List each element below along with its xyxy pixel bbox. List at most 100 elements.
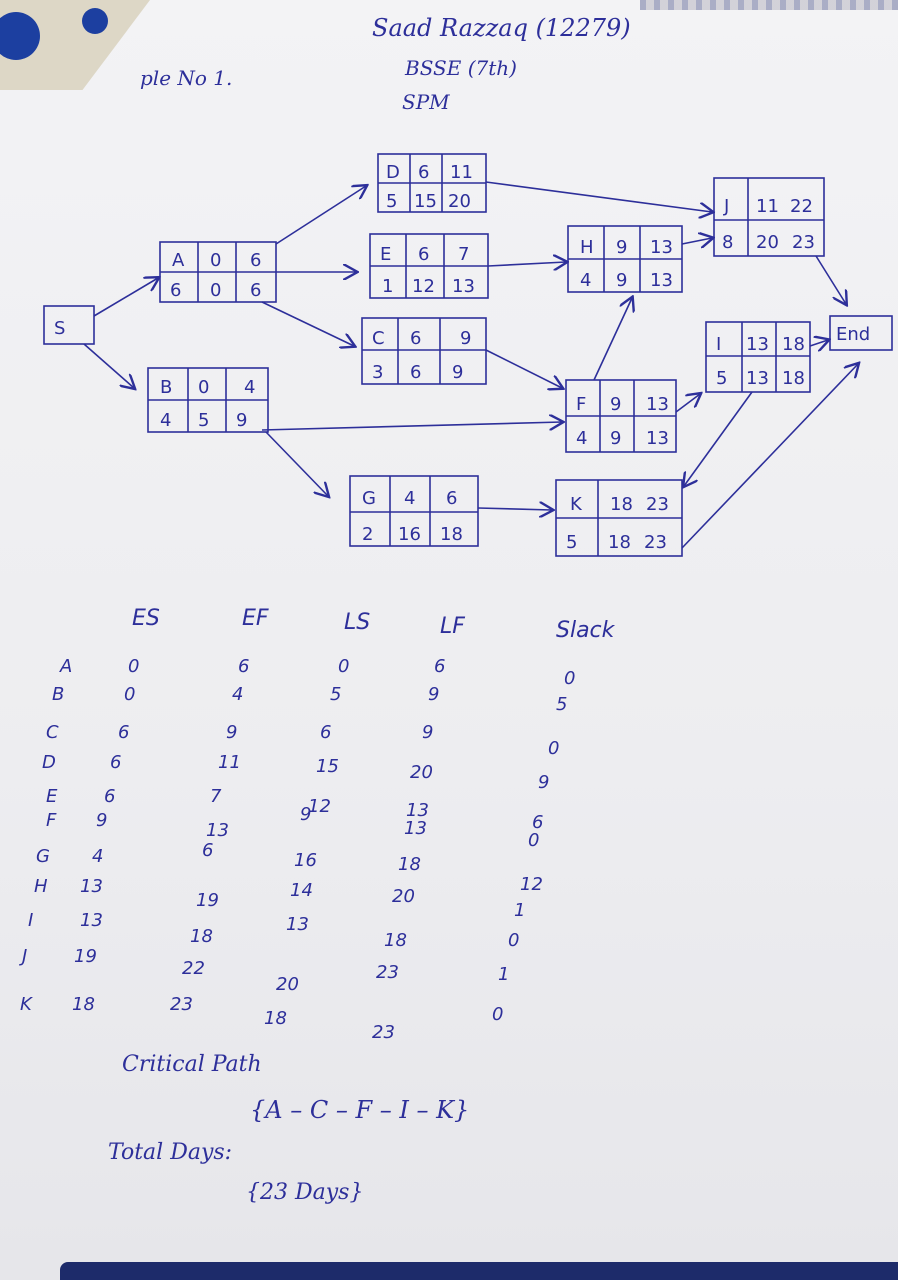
row-label: G xyxy=(36,846,50,867)
node-d-es: 6 xyxy=(418,162,429,183)
node-j-ef: 22 xyxy=(790,196,813,217)
ls-cell: 20 xyxy=(276,974,299,995)
cloth-dot xyxy=(0,12,40,60)
node-c-lf2: 9 xyxy=(452,362,463,383)
node-j-ls: 8 xyxy=(722,232,733,253)
total-days-value: {23 Days} xyxy=(246,1180,364,1205)
ef-cell: 6 xyxy=(238,656,250,677)
lf-cell: 9 xyxy=(422,722,434,743)
node-e-name: E xyxy=(380,244,391,265)
arrow-s-b xyxy=(83,343,134,388)
row-label: I xyxy=(28,910,34,931)
cloth-dot xyxy=(82,8,108,34)
student-name: Saad Razzaq (12279) xyxy=(372,14,631,42)
ls-cell: 13 xyxy=(286,914,309,935)
node-j-es: 11 xyxy=(756,196,779,217)
node-d-ls: 5 xyxy=(386,191,397,212)
node-c-es: 6 xyxy=(410,328,421,349)
node-e-ls: 1 xyxy=(382,276,393,297)
course: SPM xyxy=(402,90,450,114)
node-g-lf2: 18 xyxy=(440,524,463,545)
node-b-ls: 4 xyxy=(160,410,171,431)
slack-cell: 0 xyxy=(528,830,540,851)
node-h-ls: 4 xyxy=(580,270,591,291)
start-node xyxy=(43,305,95,345)
slack-cell: 5 xyxy=(556,694,568,715)
row-label: C xyxy=(46,722,59,743)
arrow-j-end xyxy=(815,255,846,304)
node-f-es: 9 xyxy=(610,394,621,415)
arrow-e-h xyxy=(487,262,566,266)
ls-cell: 0 xyxy=(338,656,350,677)
arrow-i-k xyxy=(684,391,753,486)
node-b-name: B xyxy=(160,377,172,398)
es-cell: 0 xyxy=(128,656,140,677)
node-j-name: J xyxy=(723,196,729,217)
ef-cell: 18 xyxy=(190,926,213,947)
header-ef: EF xyxy=(242,606,269,631)
ls-cell: 14 xyxy=(290,880,313,901)
arrow-c-f xyxy=(485,349,562,388)
lf-cell: 13 xyxy=(404,818,427,839)
arrow-d-j xyxy=(485,181,712,212)
ef-cell: 22 xyxy=(182,958,205,979)
row-label: J xyxy=(22,946,28,967)
node-f xyxy=(565,379,677,453)
arrow-s-a xyxy=(93,278,158,317)
ef-cell: 13 xyxy=(206,820,229,841)
arrow-f-h xyxy=(593,298,632,381)
critical-path-label: Critical Path xyxy=(122,1052,262,1077)
node-f-lf: 9 xyxy=(610,428,621,449)
slack-cell: 0 xyxy=(508,930,520,951)
header-es: ES xyxy=(132,606,160,631)
node-c-ef: 9 xyxy=(460,328,471,349)
arrow-b-g xyxy=(265,431,328,496)
node-i-ls: 5 xyxy=(716,368,727,389)
lf-cell: 20 xyxy=(410,762,433,783)
row-label: A xyxy=(60,656,73,677)
node-g-name: G xyxy=(362,488,376,509)
node-b-es: 0 xyxy=(198,377,209,398)
node-k-lf: 18 xyxy=(608,532,631,553)
node-i-ef: 18 xyxy=(782,334,805,355)
es-cell: 9 xyxy=(96,810,108,831)
arrow-h-j xyxy=(681,238,712,244)
node-a-es: 0 xyxy=(210,250,221,271)
node-a-name: A xyxy=(172,250,185,271)
node-k-lf2: 23 xyxy=(644,532,667,553)
slack-cell: 0 xyxy=(492,1004,504,1025)
ls-cell: 15 xyxy=(316,756,339,777)
node-k-ls: 5 xyxy=(566,532,577,553)
ls-cell: 6 xyxy=(320,722,332,743)
background-edge xyxy=(60,1262,898,1280)
slack-cell: 1 xyxy=(514,900,526,921)
arrow-k-end xyxy=(681,364,858,549)
arrow-b-f xyxy=(261,422,562,431)
end-node xyxy=(829,315,893,351)
ef-cell: 4 xyxy=(232,684,244,705)
slack-cell: 0 xyxy=(564,668,576,689)
node-d-ef: 11 xyxy=(450,162,473,183)
node-e-ef: 7 xyxy=(458,244,469,265)
slack-cell: 1 xyxy=(498,964,510,985)
lf-cell: 9 xyxy=(428,684,440,705)
node-g-es: 4 xyxy=(404,488,415,509)
node-h-lf: 9 xyxy=(616,270,627,291)
row-label: E xyxy=(46,786,58,807)
question-number: ple No 1. xyxy=(140,66,233,90)
node-j-lf: 20 xyxy=(756,232,779,253)
node-i-lf2: 18 xyxy=(782,368,805,389)
node-g-ef: 6 xyxy=(446,488,457,509)
node-c-lf: 6 xyxy=(410,362,421,383)
node-k xyxy=(555,479,683,557)
node-a-ef: 6 xyxy=(250,250,261,271)
node-g-lf: 16 xyxy=(398,524,421,545)
row-label: D xyxy=(42,752,56,773)
row-label: B xyxy=(52,684,65,705)
header-ls: LS xyxy=(344,610,371,635)
node-c-name: C xyxy=(372,328,385,349)
header-slack: Slack xyxy=(556,618,615,643)
ef-cell: 9 xyxy=(226,722,238,743)
ls-cell: 9 xyxy=(300,804,312,825)
